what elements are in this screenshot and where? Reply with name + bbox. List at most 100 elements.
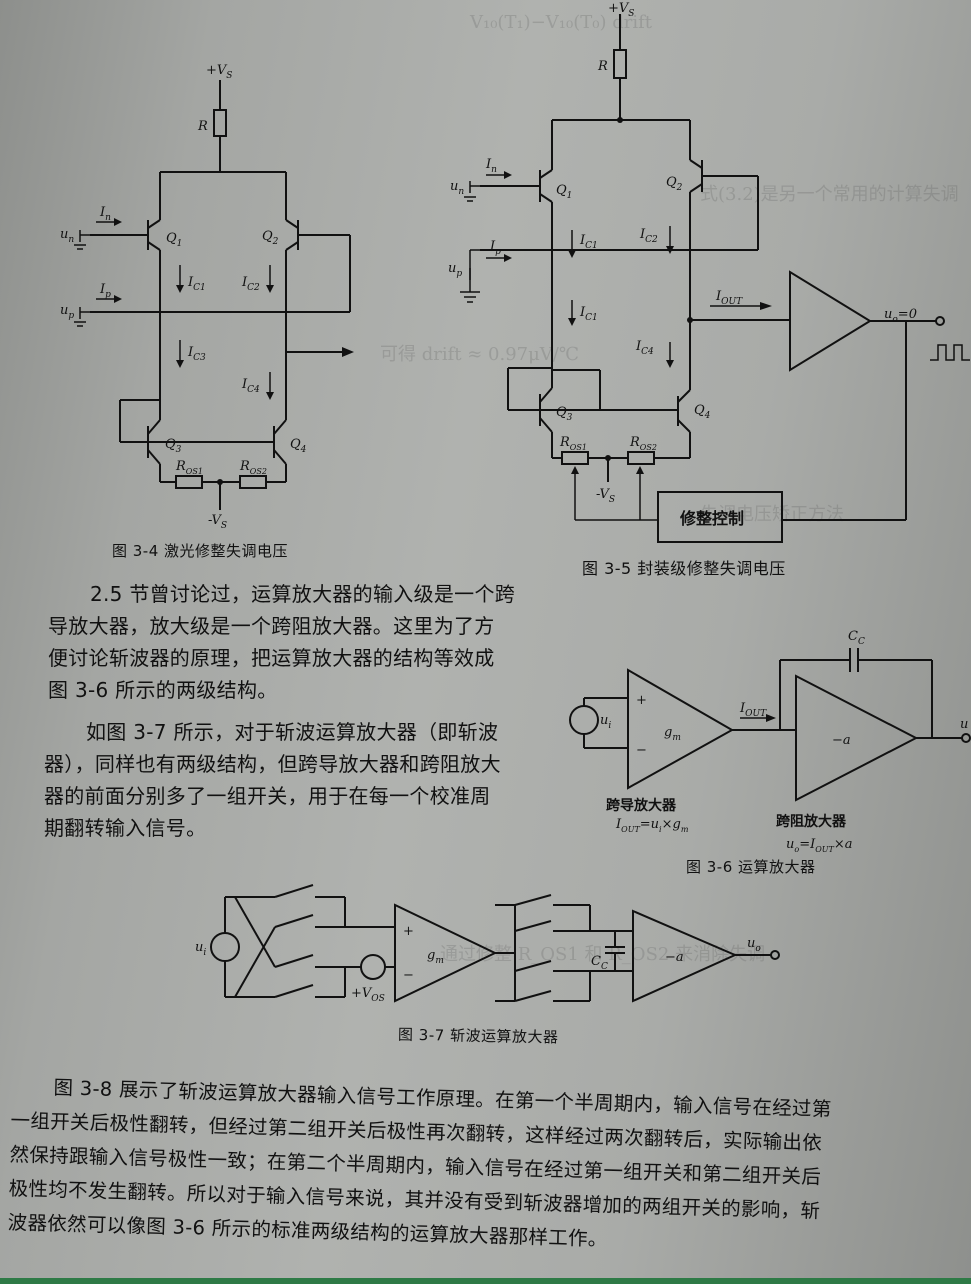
label-q1: Q — [166, 231, 177, 246]
svg-text:uo=0: uo=0 — [884, 307, 917, 325]
label-uo: u — [960, 717, 968, 732]
label-up: u — [448, 261, 456, 276]
label-cc: C — [848, 629, 858, 644]
label-minus: − — [403, 968, 414, 983]
label-minus: − — [636, 743, 647, 758]
label-ros1: R — [175, 459, 186, 474]
label-ui: u — [195, 940, 203, 955]
figure-3-5-labels: +VS R un up In Ip Q1 Q2 IC1 IC2 IC1 IC4 … — [448, 1, 917, 528]
svg-text:up: up — [60, 303, 74, 321]
svg-text:ROS1: ROS1 — [559, 435, 587, 452]
para1-line2: 导放大器，放大级是一个跨阻放大器。这里为了方 — [48, 614, 495, 638]
svg-text:Q2: Q2 — [262, 229, 279, 247]
svg-text:IC2: IC2 — [241, 275, 260, 293]
svg-text:CC: CC — [848, 629, 865, 647]
caption-figure-3-6: 图 3-6 运算放大器 — [686, 858, 816, 876]
caption-figure-3-7: 图 3-7 斩波运算放大器 — [397, 1025, 559, 1047]
svg-text:-VS: -VS — [596, 487, 615, 505]
label-vos: +V — [351, 986, 373, 1001]
svg-text:Q2: Q2 — [666, 175, 683, 193]
svg-text:In: In — [485, 157, 497, 175]
svg-text:un: un — [60, 227, 74, 245]
para2-line1: 如图 3-7 所示，对于斩波运算放大器（即斩波 — [86, 720, 499, 744]
svg-text:IOUT=ui×gm: IOUT=ui×gm — [615, 817, 689, 834]
label-iout: I — [715, 289, 722, 304]
svg-text:IC3: IC3 — [187, 345, 206, 363]
para1-line1: 2.5 节曾讨论过，运算放大器的输入级是一个跨 — [90, 582, 516, 606]
paragraph-intro: 2.5 节曾讨论过，运算放大器的输入级是一个跨 导放大器，放大级是一个跨阻放大器… — [48, 578, 515, 706]
label-imp-formula: u — [786, 837, 794, 852]
svg-text:ROS2: ROS2 — [239, 459, 267, 476]
svg-text:un: un — [450, 179, 464, 197]
label-q3: Q — [165, 437, 176, 452]
label-gm: g — [427, 948, 435, 963]
label-q4: Q — [290, 437, 301, 452]
label-r: R — [597, 59, 608, 74]
label-ic4: I — [635, 339, 642, 354]
figure-3-6-labels: CC + − ui gm IOUT −a u 跨导放大器 IOUT=ui×gm … — [600, 629, 968, 854]
label-ros2: R — [239, 459, 250, 474]
svg-text:IC1: IC1 — [579, 305, 598, 323]
svg-text:+VS: +VS — [206, 63, 232, 81]
label-transimpedance-amp: 跨阻放大器 — [776, 813, 847, 830]
svg-text:ui: ui — [600, 713, 611, 731]
label-vs-minus: -V — [208, 513, 222, 528]
svg-text:gm: gm — [427, 948, 444, 966]
svg-text:IOUT: IOUT — [715, 289, 743, 307]
label-plus: + — [636, 693, 647, 708]
svg-text:+VOS: +VOS — [351, 986, 385, 1004]
figure-3-5: +VS R un up In Ip Q1 Q2 IC1 IC2 IC1 IC4 … — [440, 0, 970, 543]
figure-3-7-circuit — [210, 884, 780, 1003]
svg-text:-VS: -VS — [208, 513, 227, 531]
svg-text:IC1: IC1 — [579, 233, 598, 251]
svg-text:uo: uo — [747, 936, 761, 954]
svg-text:Q1: Q1 — [166, 231, 182, 249]
label-ic2: I — [241, 275, 248, 290]
label-q2: Q — [262, 229, 273, 244]
label-ui: u — [600, 713, 608, 728]
figure-3-7: ui + − +VOS gm CC −a uo — [195, 875, 805, 1020]
label-q4: Q — [694, 403, 705, 418]
svg-text:ROS1: ROS1 — [175, 459, 203, 476]
svg-text:CC: CC — [591, 954, 608, 972]
figure-3-4-labels: +VS R un up In Ip Q1 Q2 IC1 IC2 IC3 IC4 … — [60, 63, 307, 531]
label-vs-minus: -V — [596, 487, 610, 502]
label-q3: Q — [556, 405, 567, 420]
label-minus-a: −a — [832, 733, 851, 748]
label-ros2: R — [629, 435, 640, 450]
trim-control-box — [657, 491, 783, 543]
label-ic4: I — [241, 377, 248, 392]
label-in: I — [99, 205, 106, 220]
label-trans-formula: I — [615, 817, 622, 832]
para1-line3: 便讨论斩波器的原理，把运算放大器的结构等效成 — [48, 646, 495, 670]
svg-text:IC2: IC2 — [639, 227, 658, 245]
label-uo: u — [884, 307, 892, 322]
label-ip: I — [489, 239, 496, 254]
figure-3-4: +VS R un up In Ip Q1 Q2 IC1 IC2 IC3 IC4 … — [50, 50, 380, 540]
label-ic1-upper: I — [579, 233, 586, 248]
svg-text:ROS2: ROS2 — [629, 435, 657, 452]
paragraph-chopper-principle: 图 3-8 展示了斩波运算放大器输入信号工作原理。在第一个半周期内，输入信号在经… — [7, 1070, 832, 1263]
label-ip: I — [99, 282, 106, 297]
svg-text:IOUT: IOUT — [739, 701, 767, 719]
label-gm: g — [664, 725, 672, 740]
svg-text:Q4: Q4 — [290, 437, 307, 455]
label-up: u — [60, 303, 68, 318]
svg-text:ui: ui — [195, 940, 206, 958]
label-cc: C — [591, 954, 601, 969]
label-un: u — [60, 227, 68, 242]
label-ic1-lower: I — [579, 305, 586, 320]
svg-text:IC1: IC1 — [187, 275, 206, 293]
para2-line3: 器的前面分别多了一组开关，用于在每一个校准周 — [44, 784, 491, 808]
para1-line4: 图 3-6 所示的两级结构。 — [48, 678, 278, 702]
label-minus-a: −a — [665, 950, 684, 965]
figure-3-6-circuit — [569, 648, 971, 802]
label-in: I — [485, 157, 492, 172]
svg-text:IC4: IC4 — [635, 339, 654, 357]
label-ic2: I — [639, 227, 646, 242]
para2-line2: 器），同样也有两级结构，但跨导放大器和跨阻放大 — [44, 752, 501, 776]
label-ic3: I — [187, 345, 194, 360]
label-q1: Q — [556, 183, 567, 198]
svg-text:gm: gm — [664, 725, 681, 743]
figure-3-4-circuit — [74, 80, 354, 510]
